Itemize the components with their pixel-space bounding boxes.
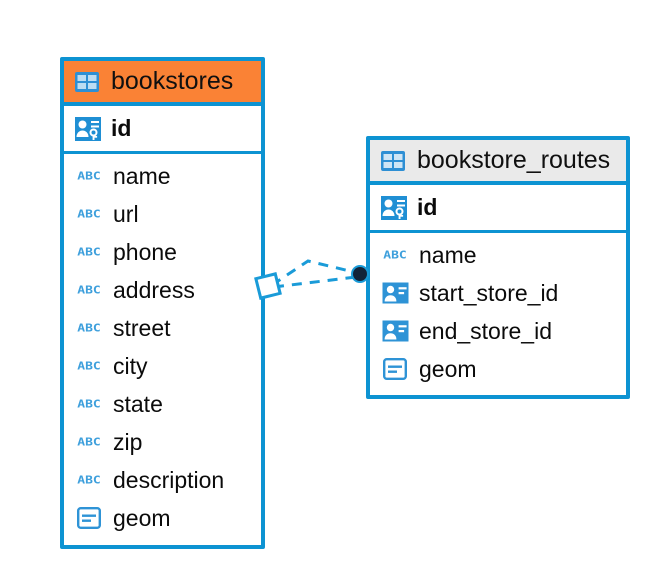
field-label-id: id <box>111 115 132 141</box>
field-row-state[interactable]: ABC state <box>64 385 261 423</box>
field-label-street: street <box>113 314 171 341</box>
field-label-address: address <box>113 276 195 303</box>
field-row-start-store-id[interactable]: start_store_id <box>370 274 626 312</box>
field-row-street[interactable]: ABC street <box>64 309 261 347</box>
field-row-phone[interactable]: ABC phone <box>64 233 261 271</box>
field-label-start-store-id: start_store_id <box>419 279 559 306</box>
field-row-city[interactable]: ABC city <box>64 347 261 385</box>
field-label-end-store-id: end_store_id <box>419 317 552 344</box>
field-row-id[interactable]: id <box>64 106 261 154</box>
abc-text-icon: ABC <box>77 321 101 335</box>
field-label-geom: geom <box>419 355 477 382</box>
abc-text-icon: ABC <box>77 169 101 183</box>
field-label-state: state <box>113 390 163 417</box>
abc-text-icon: ABC <box>77 245 101 259</box>
abc-text-icon: ABC <box>77 359 101 373</box>
field-label-name: name <box>419 241 477 268</box>
field-label-name: name <box>113 162 171 189</box>
relationship-line-upper <box>271 259 359 287</box>
field-label-phone: phone <box>113 238 177 265</box>
abc-text-icon: ABC <box>77 207 101 221</box>
relationship-connector[interactable] <box>250 245 380 315</box>
field-row-url[interactable]: ABC url <box>64 195 261 233</box>
abc-text-icon: ABC <box>77 397 101 411</box>
field-row-geom[interactable]: geom <box>370 350 626 388</box>
field-row-zip[interactable]: ABC zip <box>64 423 261 461</box>
field-row-id[interactable]: id <box>370 185 626 233</box>
entity-bookstore-routes[interactable]: bookstore_routes id ABC name <box>366 136 630 399</box>
field-row-end-store-id[interactable]: end_store_id <box>370 312 626 350</box>
abc-text-icon: ABC <box>77 283 101 297</box>
table-icon <box>380 150 406 172</box>
field-row-description[interactable]: ABC description <box>64 461 261 499</box>
table-icon <box>74 71 100 93</box>
field-row-name[interactable]: ABC name <box>370 236 626 274</box>
entity-bookstores[interactable]: bookstores id ABC name <box>60 57 265 549</box>
field-list-bookstore-routes: ABC name start_store_id <box>370 233 626 392</box>
foreign-key-id-icon <box>380 282 410 304</box>
field-label-city: city <box>113 352 148 379</box>
geometry-icon <box>74 507 104 529</box>
foreign-key-id-icon <box>380 320 410 342</box>
relationship-line-lower <box>273 275 357 289</box>
field-list-bookstores: ABC name ABC url ABC phone ABC address A… <box>64 154 261 541</box>
primary-key-id-icon <box>380 195 408 221</box>
entity-bookstores-header[interactable]: bookstores <box>64 61 261 106</box>
field-label-description: description <box>113 466 225 493</box>
field-row-name[interactable]: ABC name <box>64 157 261 195</box>
entity-bookstore-routes-title: bookstore_routes <box>417 146 611 174</box>
field-label-url: url <box>113 200 139 227</box>
abc-text-icon: ABC <box>77 435 101 449</box>
field-label-id: id <box>417 194 438 220</box>
field-row-geom[interactable]: geom <box>64 499 261 537</box>
entity-bookstores-title: bookstores <box>111 67 234 95</box>
field-label-geom: geom <box>113 504 171 531</box>
field-row-address[interactable]: ABC address <box>64 271 261 309</box>
primary-key-id-icon <box>74 116 102 142</box>
field-label-zip: zip <box>113 428 143 455</box>
geometry-icon <box>380 358 410 380</box>
abc-text-icon: ABC <box>383 248 407 262</box>
abc-text-icon: ABC <box>77 473 101 487</box>
entity-bookstore-routes-header[interactable]: bookstore_routes <box>370 140 626 185</box>
